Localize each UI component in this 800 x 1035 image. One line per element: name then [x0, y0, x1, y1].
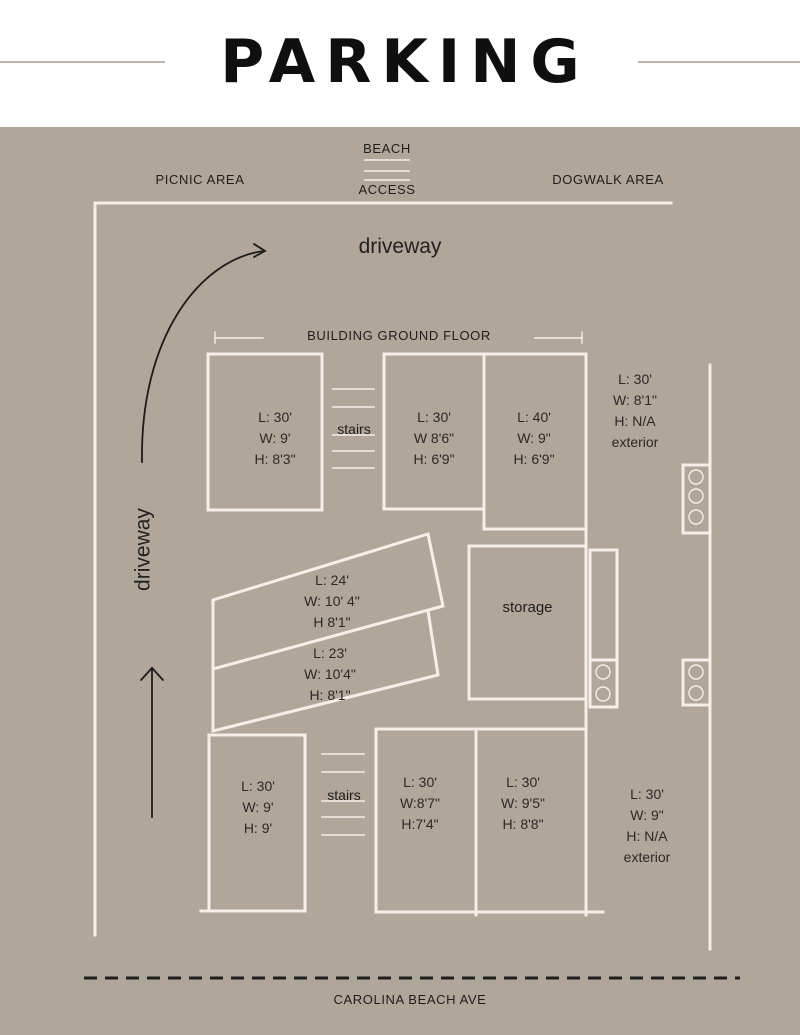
space-spec-angled-lower: L: 23'W: 10'4"H: 8'1": [304, 645, 356, 703]
storage-annex: [588, 548, 619, 709]
header-rule-right: [638, 61, 800, 63]
utility-box-lower: [681, 658, 712, 707]
space-spec-bottom-left: L: 30'W: 9'H: 9': [241, 778, 275, 836]
page-title: PARKING: [220, 27, 590, 97]
stairs-label-top: stairs: [337, 421, 371, 437]
space-spec-bottom-mid: L: 30'W:8'7"H:7'4": [399, 774, 441, 832]
space-top-left: [206, 352, 324, 512]
picnic-area-label: PICNIC AREA: [155, 172, 245, 187]
space-spec-top-mid: L: 30'W 8'6"H: 6'9": [413, 409, 455, 467]
header: PARKING: [0, 0, 800, 127]
storage-label: storage: [502, 599, 553, 616]
stairs-label-bottom: stairs: [327, 787, 361, 803]
stairs-top-treads: [332, 388, 375, 469]
space-spec-angled-upper: L: 24'W: 10' 4"H 8'1": [304, 572, 360, 630]
space-spec-top-right: L: 40'W: 9"H: 6'9": [513, 409, 555, 467]
storage-room: [467, 544, 588, 701]
header-rule-left: [0, 61, 165, 63]
space-spec-top-left: L: 30'W: 9'H: 8'3": [254, 409, 296, 467]
dogwalk-area-label: DOGWALK AREA: [552, 172, 664, 187]
beach-access-stripes: [364, 159, 410, 181]
space-angled-lower: [211, 609, 440, 733]
parking-plan: BEACH ACCESS PICNIC AREA DOGWALK AREA dr…: [0, 127, 800, 1035]
space-angled-upper: [211, 532, 445, 671]
space-bottom-mid: [374, 727, 588, 914]
space-spec-bottom-right: L: 30'W: 9'5"H: 8'8": [501, 774, 545, 832]
driveway-curve-arrowhead: [253, 243, 267, 258]
driveway-up-arrowhead: [140, 666, 164, 681]
space-bottom-left: [207, 733, 307, 913]
driveway-label-left: driveway: [131, 508, 155, 591]
driveway-curve-arrow: [141, 249, 266, 463]
utility-box-storage: [588, 658, 619, 709]
plan-lines: [84, 159, 740, 980]
access-label: ACCESS: [358, 182, 416, 197]
street-label: CAROLINA BEACH AVE: [333, 992, 487, 1007]
stairs-bottom-treads: [321, 753, 365, 836]
building-dimension-line: [214, 331, 583, 344]
space-top-mid: [382, 352, 586, 511]
utility-box-upper: [681, 463, 712, 535]
beach-label: BEACH: [363, 141, 411, 156]
driveway-label-top: driveway: [358, 235, 442, 258]
building-ground-floor-label: BUILDING GROUND FLOOR: [307, 328, 491, 343]
